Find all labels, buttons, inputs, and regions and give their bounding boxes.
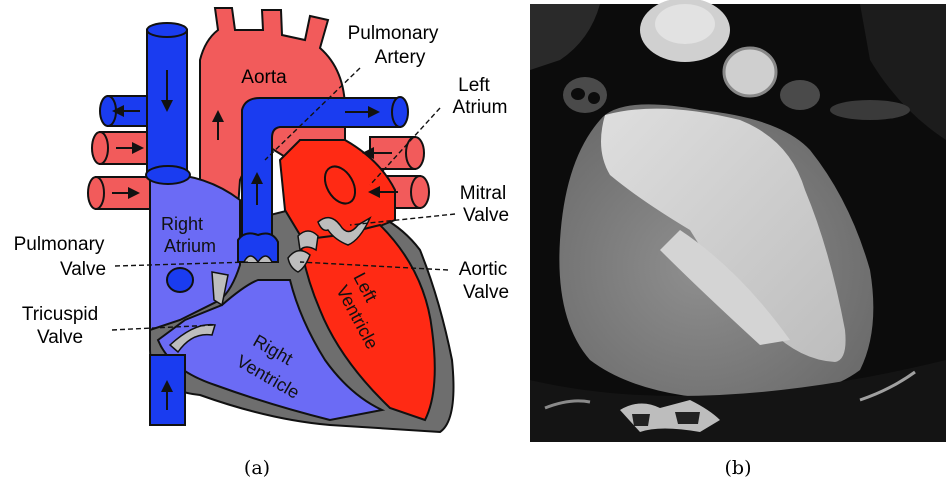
ct-descending-aorta — [724, 48, 776, 96]
label-pulmonary-artery-1: Pulmonary — [348, 23, 439, 44]
label-aorta: Aorta — [241, 67, 287, 88]
ct-image — [530, 0, 946, 442]
label-aortic-valve-2: Valve — [463, 282, 509, 303]
pulmonary-valve — [238, 233, 278, 262]
label-right-atrium-2: Atrium — [164, 236, 216, 256]
heart-diagram: Aorta Pulmonary Artery Left Atrium Right… — [14, 8, 509, 432]
label-mitral-valve-1: Mitral — [460, 183, 506, 204]
label-left-atrium-2: Atrium — [453, 97, 508, 118]
label-tricuspid-valve-2: Valve — [37, 327, 83, 348]
right-atrium-opening — [167, 268, 193, 292]
label-left-atrium-1: Left — [458, 75, 490, 96]
label-aortic-valve-1: Aortic — [459, 259, 508, 280]
label-pulmonary-valve-2: Valve — [60, 259, 106, 280]
label-pulmonary-valve-1: Pulmonary — [14, 234, 105, 255]
label-pulmonary-artery-2: Artery — [375, 47, 426, 68]
label-tricuspid-valve-1: Tricuspid — [22, 304, 98, 325]
label-mitral-valve-2: Valve — [463, 205, 509, 226]
caption-b: (b) — [725, 457, 752, 479]
caption-a: (a) — [244, 457, 270, 479]
label-right-atrium-1: Right — [161, 214, 203, 234]
